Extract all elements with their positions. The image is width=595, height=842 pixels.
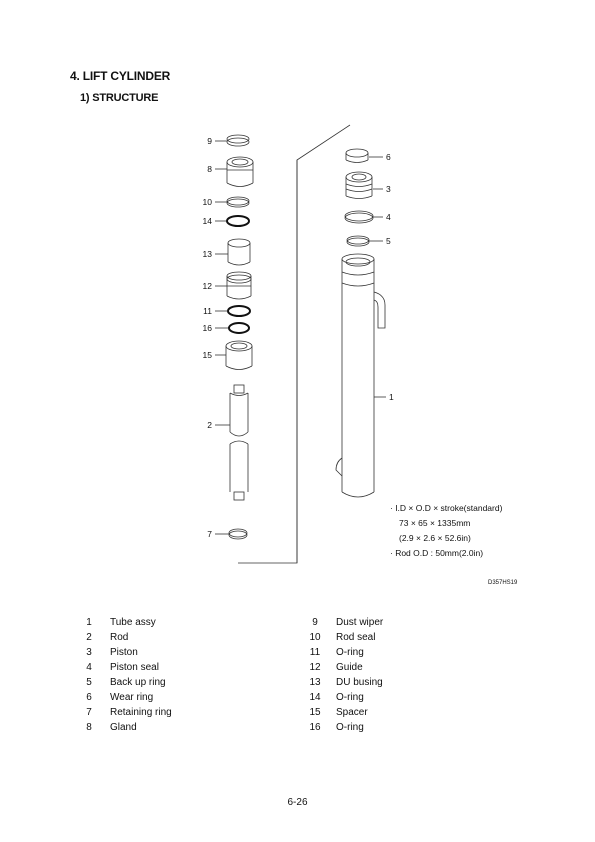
part-number: 9 xyxy=(312,617,318,628)
part-name: O-ring xyxy=(336,692,364,703)
part-number: 5 xyxy=(86,677,92,688)
lift-cylinder-exploded-drawing: 9 8 10 14 13 12 11 16 15 2 7 6 3 4 5 1 xyxy=(203,124,394,564)
part-name: Gland xyxy=(110,722,137,733)
part-number: 14 xyxy=(309,692,321,703)
parts-list-item: 12 Guide xyxy=(302,660,383,675)
part-name: Tube assy xyxy=(110,617,156,628)
callout-14: 14 xyxy=(203,216,213,226)
parts-list-item: 15 Spacer xyxy=(302,705,383,720)
part-number: 10 xyxy=(309,632,321,643)
callout-4: 4 xyxy=(386,212,391,222)
part-name: Rod seal xyxy=(336,632,376,643)
part-number: 15 xyxy=(309,707,321,718)
callout-3: 3 xyxy=(386,184,391,194)
callout-1: 1 xyxy=(389,392,394,402)
part-number: 7 xyxy=(86,707,92,718)
part-number: 12 xyxy=(309,662,321,673)
callout-15: 15 xyxy=(203,350,213,360)
subsection-title: 1) STRUCTURE xyxy=(80,92,159,104)
parts-list-item: 2 Rod xyxy=(76,630,172,645)
parts-list-item: 10 Rod seal xyxy=(302,630,383,645)
part-number: 3 xyxy=(86,647,92,658)
drawing-code: D357HS19 xyxy=(488,580,518,586)
callout-5: 5 xyxy=(386,236,391,246)
callout-8: 8 xyxy=(207,164,212,174)
parts-list-left: 1 Tube assy 2 Rod 3 Piston 4 Piston seal 5 Back u… xyxy=(76,615,172,735)
callout-7: 7 xyxy=(207,529,212,539)
spec-line-1: · I.D × O.D × stroke(standard) xyxy=(390,503,503,513)
spec-line-4: · Rod O.D : 50mm(2.0in) xyxy=(390,548,484,558)
page-number: 6-26 xyxy=(287,797,308,808)
callout-13: 13 xyxy=(203,249,213,259)
section-title: 4. LIFT CYLINDER xyxy=(70,69,171,83)
parts-list-item: 3 Piston xyxy=(76,645,172,660)
parts-list-item: 13 DU busing xyxy=(302,675,383,690)
parts-list-item: 6 Wear ring xyxy=(76,690,172,705)
callout-10: 10 xyxy=(203,197,213,207)
part-number: 1 xyxy=(86,617,92,628)
callout-2: 2 xyxy=(207,420,212,430)
part-name: Spacer xyxy=(336,707,368,718)
callout-6: 6 xyxy=(386,152,391,162)
part-name: Piston seal xyxy=(110,662,159,673)
part-number: 13 xyxy=(309,677,321,688)
parts-list-item: 11 O-ring xyxy=(302,645,383,660)
parts-list-item: 5 Back up ring xyxy=(76,675,172,690)
part-number: 4 xyxy=(86,662,92,673)
spec-line-3: (2.9 × 2.6 × 52.6in) xyxy=(399,533,471,543)
part-name: Back up ring xyxy=(110,677,166,688)
part-name: DU busing xyxy=(336,677,383,688)
part-name: Piston xyxy=(110,647,138,658)
part-number: 11 xyxy=(309,647,321,658)
parts-list-item: 1 Tube assy xyxy=(76,615,172,630)
part-name: O-ring xyxy=(336,647,364,658)
parts-list-item: 14 O-ring xyxy=(302,690,383,705)
part-name: O-ring xyxy=(336,722,364,733)
parts-list-item: 9 Dust wiper xyxy=(302,615,383,630)
part-name: Guide xyxy=(336,662,363,673)
spec-line-2: 73 × 65 × 1335mm xyxy=(399,518,471,528)
part-number: 6 xyxy=(86,692,92,703)
callout-16: 16 xyxy=(203,323,213,333)
part-name: Dust wiper xyxy=(336,617,384,628)
parts-list-item: 7 Retaining ring xyxy=(76,705,172,720)
part-name: Wear ring xyxy=(110,692,154,703)
parts-list-item: 8 Gland xyxy=(76,720,172,735)
part-number: 2 xyxy=(86,632,92,643)
part-number: 16 xyxy=(309,722,321,733)
callout-11: 11 xyxy=(203,306,212,316)
callout-9: 9 xyxy=(207,136,212,146)
parts-list-item: 16 O-ring xyxy=(302,720,383,735)
part-number: 8 xyxy=(86,722,92,733)
parts-list-item: 4 Piston seal xyxy=(76,660,172,675)
part-name: Retaining ring xyxy=(110,707,172,718)
callout-12: 12 xyxy=(203,281,213,291)
part-name: Rod xyxy=(110,632,129,643)
